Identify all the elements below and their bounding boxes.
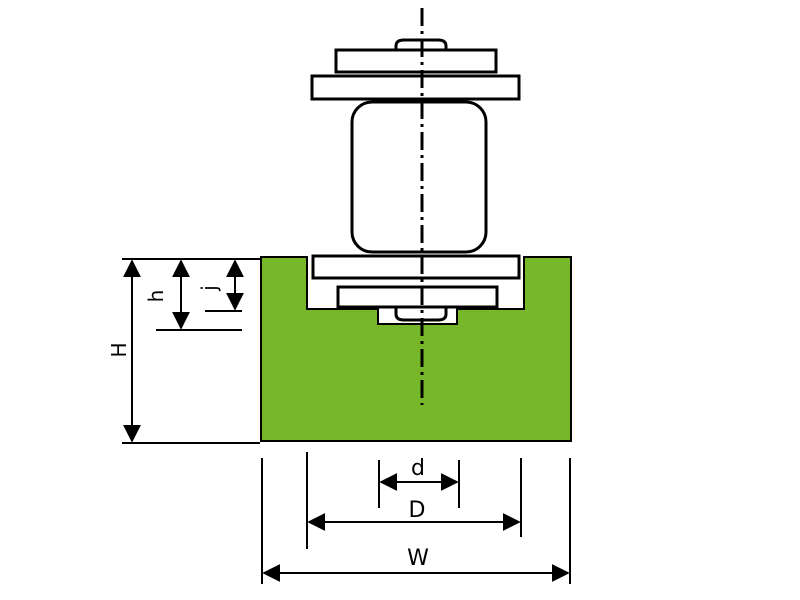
upper-flange bbox=[310, 74, 521, 101]
D-label: D bbox=[409, 498, 426, 523]
upper-washer bbox=[334, 48, 498, 74]
h-label: h bbox=[144, 290, 168, 303]
top-plate bbox=[311, 254, 521, 280]
j-label: j bbox=[197, 285, 221, 292]
rubber-body bbox=[350, 100, 488, 254]
W-label: W bbox=[407, 546, 429, 571]
H-label: H bbox=[107, 342, 131, 357]
base-block bbox=[260, 256, 572, 442]
d-label: d bbox=[411, 456, 425, 481]
lower-nut bbox=[394, 304, 448, 322]
lower-washer bbox=[336, 285, 499, 309]
